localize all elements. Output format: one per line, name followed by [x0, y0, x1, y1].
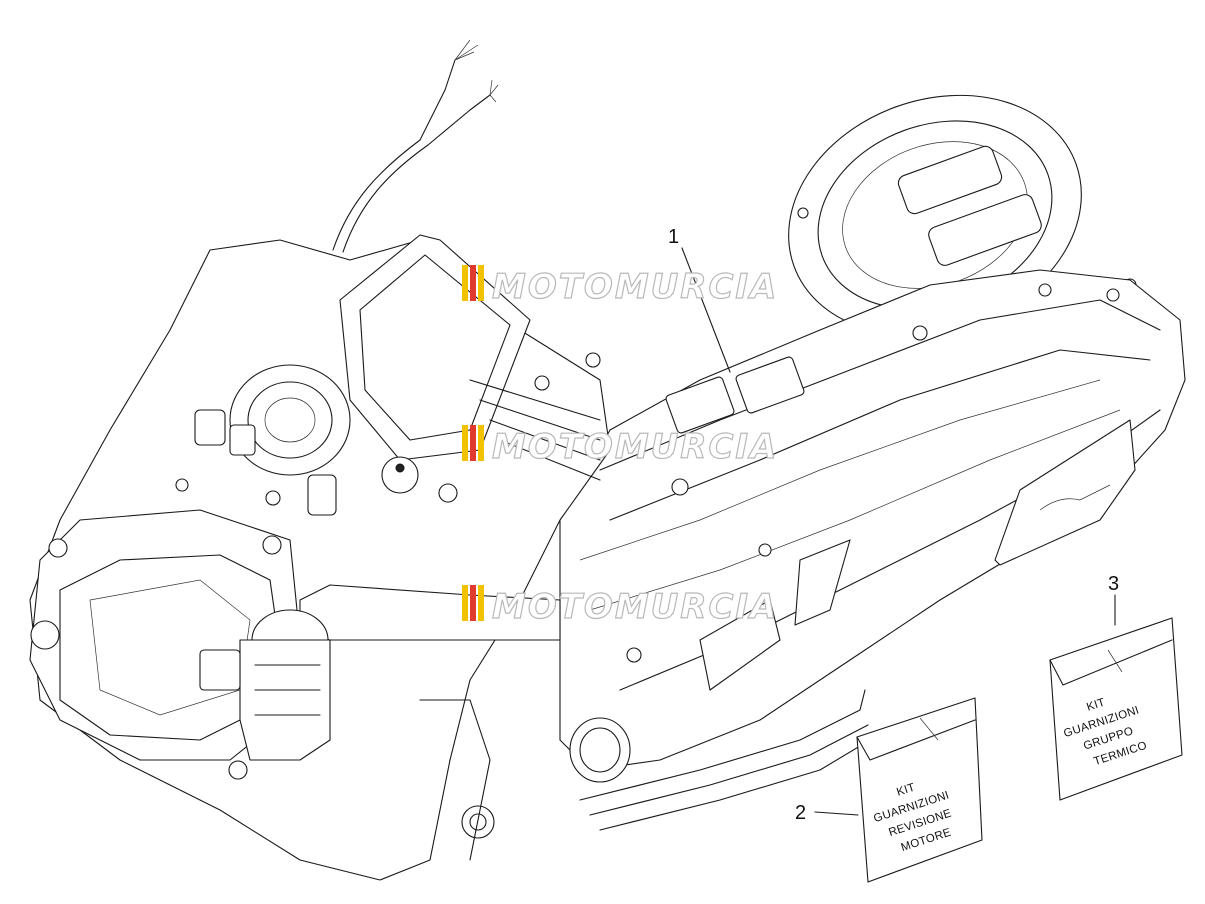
wiring-harness [332, 39, 499, 253]
kit-2-line-1: KIT [895, 781, 917, 798]
callout-1: 1 [668, 226, 731, 373]
kit-3-line-1: KIT [1085, 696, 1107, 713]
watermark-top: MOTOMURCIA [462, 265, 778, 308]
watermark-bottom: MOTOMURCIA [462, 585, 778, 628]
transmission-cover [559, 269, 1186, 831]
watermark-text: MOTOMURCIA [492, 267, 778, 307]
kit-2: KIT GUARNIZIONI REVISIONE MOTORE 2 [795, 697, 983, 883]
watermark-text: MOTOMURCIA [492, 427, 778, 467]
watermark-text: MOTOMURCIA [492, 587, 778, 627]
engine-assembly [29, 39, 1186, 881]
kit-3: KIT GUARNIZIONI GRUPPO TERMICO 3 [1049, 573, 1183, 801]
crankcase [29, 234, 611, 881]
callout-1-label: 1 [668, 226, 679, 248]
watermark-middle: MOTOMURCIA [462, 425, 778, 468]
callout-2-label: 2 [795, 802, 806, 824]
callout-3-label: 3 [1108, 573, 1119, 595]
